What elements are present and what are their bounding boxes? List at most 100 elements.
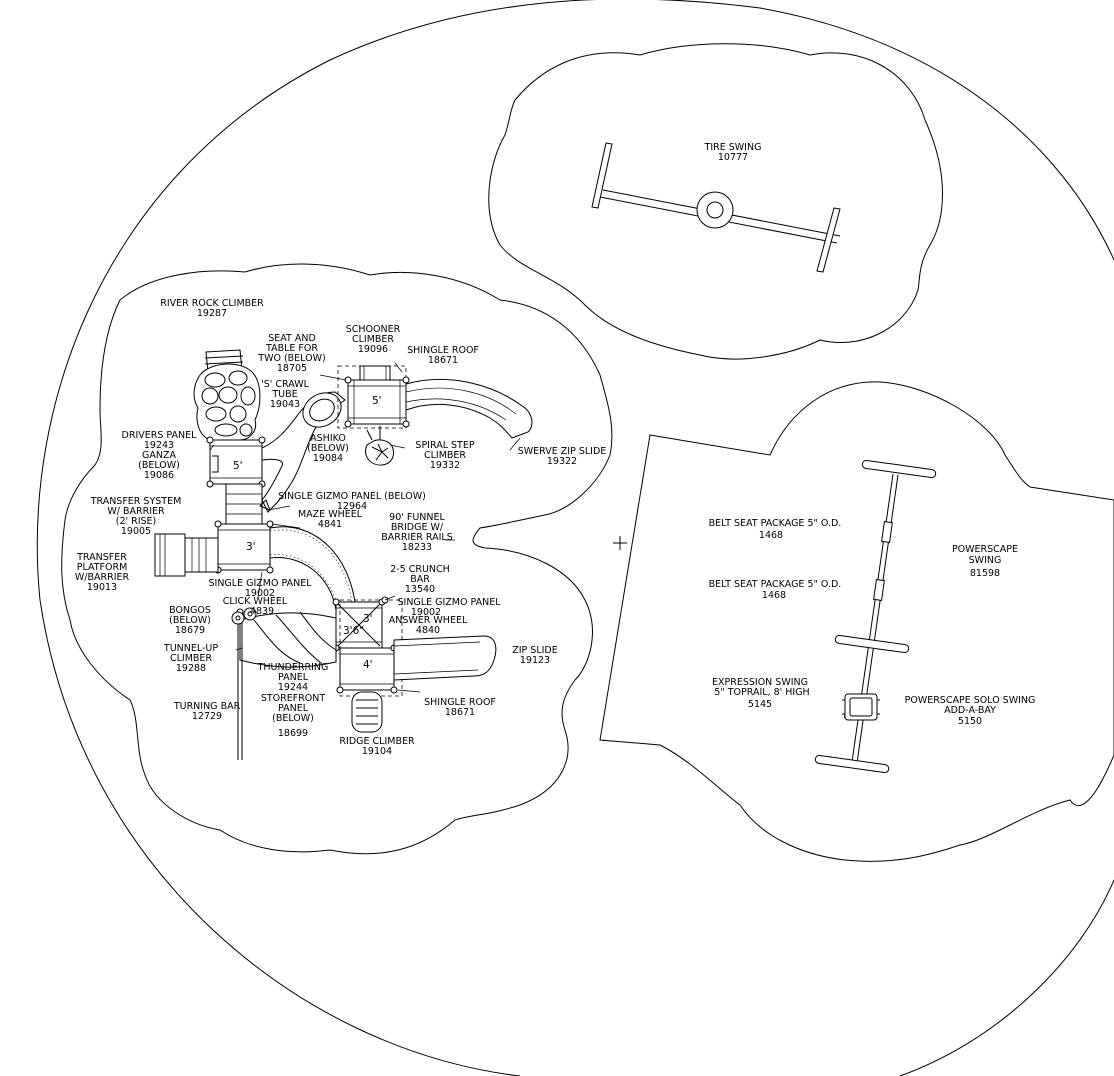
label-shingle-roof-top: SHINGLE ROOF 18671 xyxy=(407,345,479,366)
svg-text:19287: 19287 xyxy=(197,308,227,319)
svg-text:PANEL: PANEL xyxy=(278,672,309,683)
svg-text:SHINGLE ROOF: SHINGLE ROOF xyxy=(424,697,496,708)
svg-text:19005: 19005 xyxy=(121,526,151,537)
site-boundary-circle xyxy=(36,0,1114,1076)
svg-text:19002: 19002 xyxy=(245,588,275,599)
svg-text:CLIMBER: CLIMBER xyxy=(170,653,212,664)
svg-text:13540: 13540 xyxy=(405,584,435,595)
svg-text:TRANSFER SYSTEM: TRANSFER SYSTEM xyxy=(90,496,182,507)
label-shingle-roof-bottom: SHINGLE ROOF 18671 xyxy=(424,697,496,718)
deck-height-drivers: 5' xyxy=(233,460,243,472)
svg-text:POWERSCAPE: POWERSCAPE xyxy=(952,544,1018,555)
svg-text:CLICK WHEEL: CLICK WHEEL xyxy=(223,596,288,607)
svg-text:18671: 18671 xyxy=(445,707,475,718)
svg-text:SCHOONER: SCHOONER xyxy=(346,324,401,335)
play-structure-graphic xyxy=(154,349,533,760)
deck-height-lower-c: 4' xyxy=(363,659,373,671)
svg-text:'S' CRAWL: 'S' CRAWL xyxy=(261,379,309,390)
spiral-step-climber-graphic xyxy=(365,426,395,466)
label-bongos: BONGOS (BELOW) 18679 xyxy=(169,605,211,636)
svg-text:ADD-A-BAY: ADD-A-BAY xyxy=(944,705,996,716)
label-crunch-bar: 2-5 CRUNCH BAR 13540 xyxy=(390,564,450,595)
svg-text:19002: 19002 xyxy=(411,607,441,618)
label-swerve-zip-slide: SWERVE ZIP SLIDE 19322 xyxy=(518,446,607,467)
svg-text:19043: 19043 xyxy=(270,399,300,410)
svg-text:(BELOW): (BELOW) xyxy=(272,713,314,724)
svg-text:SWING: SWING xyxy=(969,555,1002,566)
svg-text:4840: 4840 xyxy=(416,625,440,636)
label-funnel-bridge: 90' FUNNEL BRIDGE W/ BARRIER RAILS 18233 xyxy=(381,512,452,553)
svg-text:BRIDGE W/: BRIDGE W/ xyxy=(391,522,444,533)
deck-height-schooner: 5' xyxy=(372,395,382,407)
svg-text:ASHIKO: ASHIKO xyxy=(310,433,346,444)
label-single-gizmo-below: SINGLE GIZMO PANEL (BELOW) 12964 xyxy=(278,491,426,512)
svg-text:19243: 19243 xyxy=(144,440,174,451)
svg-text:BAR: BAR xyxy=(410,574,430,585)
svg-text:BARRIER RAILS: BARRIER RAILS xyxy=(381,532,452,543)
svg-text:18705: 18705 xyxy=(277,363,307,374)
label-transfer-system: TRANSFER SYSTEM W/ BARRIER (2' RISE) 190… xyxy=(90,496,182,537)
svg-text:MAZE WHEEL: MAZE WHEEL xyxy=(298,509,363,520)
svg-text:TURNING BAR: TURNING BAR xyxy=(173,701,241,712)
label-single-gizmo-left: SINGLE GIZMO PANEL 19002 xyxy=(208,578,312,599)
label-belt-seat-1: BELT SEAT PACKAGE 5" O.D. 1468 xyxy=(709,518,842,541)
svg-text:(BELOW): (BELOW) xyxy=(307,443,349,454)
svg-text:W/BARRIER: W/BARRIER xyxy=(75,572,130,583)
svg-text:W/ BARRIER: W/ BARRIER xyxy=(107,506,165,517)
svg-text:SINGLE GIZMO PANEL: SINGLE GIZMO PANEL xyxy=(208,578,312,589)
svg-text:12729: 12729 xyxy=(192,711,222,722)
tire-swing-graphic xyxy=(591,142,841,273)
label-schooner-climber: SCHOONER CLIMBER 19096 xyxy=(346,324,401,355)
svg-text:STOREFRONT: STOREFRONT xyxy=(261,693,326,704)
reference-plus-marker xyxy=(613,536,627,550)
label-click-wheel: CLICK WHEEL 4839 xyxy=(223,596,288,617)
svg-text:SPIRAL STEP: SPIRAL STEP xyxy=(415,440,474,451)
svg-text:18699: 18699 xyxy=(278,728,308,739)
svg-text:18671: 18671 xyxy=(428,355,458,366)
svg-text:RIDGE CLIMBER: RIDGE CLIMBER xyxy=(339,736,415,747)
svg-text:TABLE FOR: TABLE FOR xyxy=(265,343,318,354)
label-expression-swing: EXPRESSION SWING 5" TOPRAIL, 8' HIGH 514… xyxy=(712,677,810,710)
deck-height-lower-a: 3' xyxy=(363,613,373,625)
svg-text:PLATFORM: PLATFORM xyxy=(77,562,128,573)
svg-text:19013: 19013 xyxy=(87,582,117,593)
svg-text:SEAT AND: SEAT AND xyxy=(268,333,316,344)
svg-text:BONGOS: BONGOS xyxy=(169,605,211,616)
svg-text:(BELOW): (BELOW) xyxy=(169,615,211,626)
label-maze-wheel: MAZE WHEEL 4841 xyxy=(298,509,363,530)
svg-text:PANEL: PANEL xyxy=(278,703,309,714)
svg-text:4841: 4841 xyxy=(318,519,342,530)
svg-text:TUBE: TUBE xyxy=(271,389,297,400)
svg-text:2-5 CRUNCH: 2-5 CRUNCH xyxy=(390,564,450,575)
svg-text:CLIMBER: CLIMBER xyxy=(352,334,394,345)
svg-text:12964: 12964 xyxy=(337,501,367,512)
swing-area-boundary xyxy=(488,43,943,360)
leader-lines xyxy=(209,362,521,693)
svg-text:TWO (BELOW): TWO (BELOW) xyxy=(257,353,325,364)
label-ashiko: ASHIKO (BELOW) 19084 xyxy=(307,433,349,464)
label-transfer-platform: TRANSFER PLATFORM W/BARRIER 19013 xyxy=(75,552,130,593)
svg-text:5145: 5145 xyxy=(748,699,772,710)
svg-text:SHINGLE ROOF: SHINGLE ROOF xyxy=(407,345,479,356)
play-structure-area-boundary xyxy=(61,263,613,855)
svg-text:19096: 19096 xyxy=(358,344,388,355)
svg-text:SINGLE GIZMO PANEL: SINGLE GIZMO PANEL xyxy=(397,597,501,608)
powerscape-area-boundary xyxy=(599,381,1114,862)
svg-text:DRIVERS PANEL: DRIVERS PANEL xyxy=(122,430,198,441)
label-turning-bar: TURNING BAR 12729 xyxy=(173,701,241,722)
svg-text:TIRE SWING: TIRE SWING xyxy=(704,142,762,153)
label-belt-seat-2: BELT SEAT PACKAGE 5" O.D. 1468 xyxy=(709,579,842,601)
svg-text:4839: 4839 xyxy=(250,606,274,617)
svg-text:BELT SEAT PACKAGE 5" O.D.: BELT SEAT PACKAGE 5" O.D. xyxy=(709,579,842,590)
label-zip-slide: ZIP SLIDE 19123 xyxy=(512,645,558,666)
svg-text:19288: 19288 xyxy=(176,663,206,674)
svg-text:90' FUNNEL: 90' FUNNEL xyxy=(389,512,445,523)
svg-text:THUNDERRING: THUNDERRING xyxy=(257,662,329,673)
svg-text:TUNNEL-UP: TUNNEL-UP xyxy=(163,643,218,654)
svg-text:19322: 19322 xyxy=(547,456,577,467)
svg-text:GANZA: GANZA xyxy=(142,450,176,461)
label-single-gizmo-right: SINGLE GIZMO PANEL 19002 xyxy=(397,597,501,618)
svg-text:ZIP SLIDE: ZIP SLIDE xyxy=(512,645,558,656)
label-seat-and-table: SEAT AND TABLE FOR TWO (BELOW) 18705 xyxy=(257,333,325,374)
